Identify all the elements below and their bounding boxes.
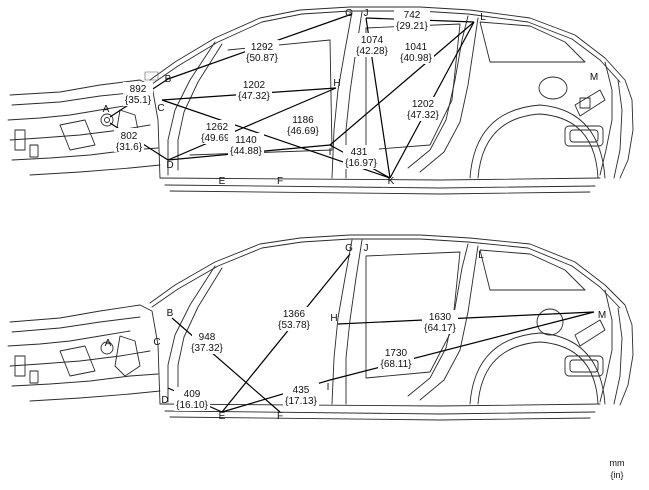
top-measure-lines xyxy=(109,13,475,179)
bottom-measure-lines xyxy=(167,253,595,413)
dim-c-k-in: {46.69} xyxy=(287,126,319,137)
top-point-f: F xyxy=(277,176,283,187)
bottom-point-f: F xyxy=(277,411,283,422)
dim-a-d-mm: 802 xyxy=(121,131,138,142)
top-point-a: A xyxy=(103,104,110,115)
top-point-g: G xyxy=(345,8,353,19)
dim-a-b-in: {35.1} xyxy=(125,95,152,106)
bottom-point-c: C xyxy=(153,337,160,348)
dim-j-k-in: {42.28} xyxy=(356,46,388,57)
dim-e-i-in: {17.13} xyxy=(285,396,317,407)
dim-c-h-in: {47.32} xyxy=(238,91,270,102)
dim-a-b-mm: 892 xyxy=(130,84,147,95)
top-point-e: E xyxy=(219,176,226,187)
dim-e-i-mm: 435 xyxy=(293,385,310,396)
dim-b-f-in: {37.32} xyxy=(191,343,223,354)
dim-d-h-in: {49.69} xyxy=(201,133,233,144)
dim-b-g-mm: 1292 xyxy=(251,42,274,53)
bottom-point-g: G xyxy=(345,243,353,254)
dim-i-m-in: {68.11} xyxy=(381,359,413,370)
bottom-point-h: H xyxy=(330,313,337,324)
top-body-outline xyxy=(7,6,634,195)
dim-j-l-in: {29.21} xyxy=(396,21,428,32)
top-point-k: K xyxy=(388,176,395,187)
bottom-point-e: E xyxy=(219,411,226,422)
dim-d-i-in: {44.88} xyxy=(230,146,262,157)
top-point-m: M xyxy=(590,72,598,83)
dim-c-h-mm: 1202 xyxy=(243,80,266,91)
dim-j-k-mm: 1074 xyxy=(361,35,384,46)
units-secondary: {in} xyxy=(610,470,623,480)
top-point-h: H xyxy=(333,78,340,89)
bottom-dim-labels: 948 {37.32} 409 {16.10} 1366 {53.78} 163… xyxy=(174,307,458,411)
dim-g-e-in: {53.78} xyxy=(278,320,310,331)
top-point-i: I xyxy=(329,147,332,158)
dim-l-k-mm: 1202 xyxy=(412,99,435,110)
units-legend: mm {in} xyxy=(610,458,625,480)
top-point-b: B xyxy=(165,74,172,85)
dim-i-k-in: {16.97} xyxy=(345,158,377,169)
dim-l-k-in: {47.32} xyxy=(407,110,439,121)
units-primary: mm xyxy=(610,458,625,468)
bottom-body-outline xyxy=(7,234,634,421)
bottom-point-i: I xyxy=(327,382,330,393)
dim-i-k-mm: 431 xyxy=(351,147,368,158)
bottom-point-b: B xyxy=(167,308,174,319)
top-point-c: C xyxy=(157,103,164,114)
top-point-j: J xyxy=(364,8,369,19)
bottom-point-j: J xyxy=(364,243,369,254)
top-dim-labels: 892 {35.1} 802 {31.6} 1292 {50.87} 1202 … xyxy=(114,8,441,169)
dim-b-f-mm: 948 xyxy=(199,332,216,343)
dim-d-i-mm: 1140 xyxy=(235,135,257,146)
top-point-labels: A B C D E F G H I J K L M xyxy=(103,8,599,187)
bottom-point-labels: A B C D E F G H I J L M xyxy=(105,243,607,422)
dim-l-i-in: {40.98} xyxy=(400,53,432,64)
dim-c-k-mm: 1186 xyxy=(292,115,314,126)
bottom-point-l: L xyxy=(478,250,484,261)
dim-a-d-in: {31.6} xyxy=(116,142,143,153)
dim-l-i-mm: 1041 xyxy=(405,42,428,53)
dim-d-e-mm: 409 xyxy=(184,389,201,400)
dim-i-m-mm: 1730 xyxy=(385,348,408,359)
dim-g-e-mm: 1366 xyxy=(283,309,306,320)
bottom-point-m: M xyxy=(598,310,606,321)
top-point-l: L xyxy=(480,12,486,23)
bottom-point-d: D xyxy=(161,395,168,406)
dim-b-g-in: {50.87} xyxy=(246,53,278,64)
dim-h-m-mm: 1630 xyxy=(429,312,452,323)
dim-d-e-in: {16.10} xyxy=(176,400,208,411)
dim-d-h-mm: 1262 xyxy=(206,122,229,133)
dim-h-m-in: {64.17} xyxy=(424,323,456,334)
top-point-d: D xyxy=(166,160,173,171)
bottom-point-a: A xyxy=(105,338,112,349)
dim-j-l-mm: 742 xyxy=(404,10,421,21)
